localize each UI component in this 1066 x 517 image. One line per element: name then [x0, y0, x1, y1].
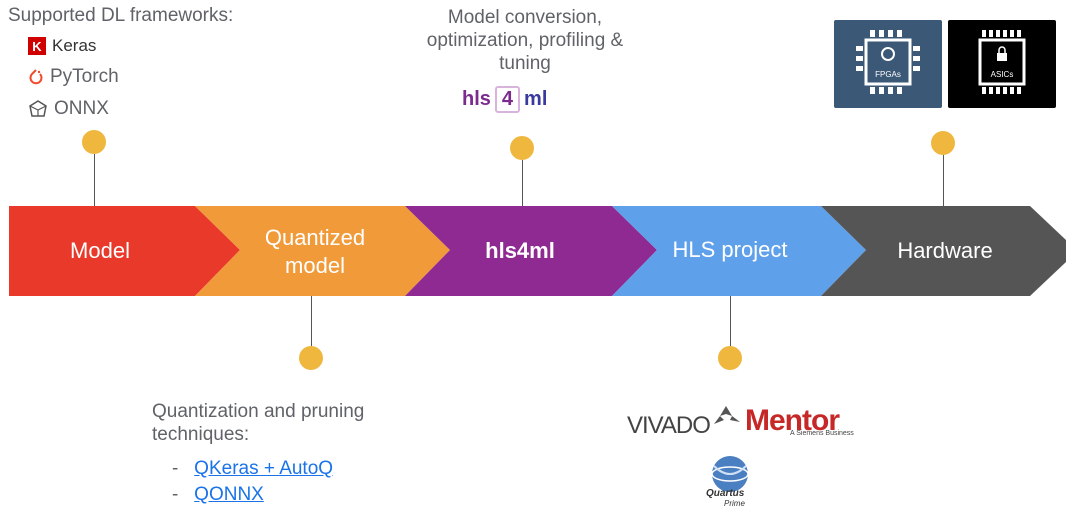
- quartus-logo: Quartus Prime: [700, 452, 760, 517]
- mentor-subtitle: A Siemens Business: [790, 430, 854, 437]
- hls4ml-logo: hls 4 ml: [462, 86, 547, 113]
- fpga-card: FPGAs: [834, 20, 942, 108]
- stage-label-model: Model: [70, 238, 130, 263]
- framework-label: PyTorch: [50, 66, 119, 87]
- fpga-chip-icon: [856, 30, 920, 94]
- keras-icon: K: [28, 37, 46, 55]
- qonnx-link[interactable]: QONNX: [194, 484, 264, 505]
- qkeras-link[interactable]: QKeras + AutoQ: [194, 458, 334, 479]
- stage-label-hls4ml: hls4ml: [485, 238, 555, 263]
- connector-line: [311, 296, 312, 346]
- list-item: - QONNX: [172, 484, 264, 505]
- asic-label: ASICs: [990, 70, 1014, 79]
- conversion-title: Model conversion, optimization, profilin…: [426, 7, 624, 74]
- connector-line: [94, 154, 95, 206]
- stage-model: [9, 206, 240, 296]
- framework-onnx: ONNX: [28, 98, 109, 120]
- connector-line: [943, 155, 944, 206]
- stage-hls-project: [612, 206, 866, 296]
- frameworks-title: Supported DL frameworks:: [8, 5, 234, 26]
- stage-hardware: [821, 206, 1066, 296]
- fpga-label: FPGAs: [875, 70, 901, 79]
- asic-card: ASICs: [948, 20, 1056, 108]
- stage-label-hls-project: HLS project: [672, 237, 788, 262]
- stage-label-quantized: Quantized model: [264, 225, 366, 278]
- connector-dot: [299, 346, 323, 370]
- stage-hls4ml: [405, 206, 657, 296]
- connector-line: [522, 160, 523, 206]
- vivado-mark-icon: [714, 406, 740, 424]
- framework-keras: K Keras: [28, 36, 96, 56]
- connector-line: [730, 296, 731, 346]
- framework-label: Keras: [52, 36, 97, 55]
- connector-dot: [718, 346, 742, 370]
- quartus-globe-icon: [711, 456, 749, 492]
- onnx-icon: [29, 100, 47, 117]
- framework-label: ONNX: [54, 98, 109, 119]
- list-item: - QKeras + AutoQ: [172, 458, 334, 479]
- vivado-logo: VIVADO: [627, 412, 711, 439]
- quantization-title: Quantization and pruning techniques:: [152, 401, 365, 445]
- stage-quantized: [195, 206, 450, 296]
- mentor-logo: Mentor: [745, 404, 840, 437]
- framework-pytorch: PyTorch: [28, 66, 119, 88]
- pytorch-icon: [29, 69, 43, 85]
- connector-dot: [931, 131, 955, 155]
- asic-chip-icon: [978, 30, 1026, 94]
- stage-label-hardware: Hardware: [897, 238, 993, 263]
- connector-dot: [510, 136, 534, 160]
- connector-dot: [82, 130, 106, 154]
